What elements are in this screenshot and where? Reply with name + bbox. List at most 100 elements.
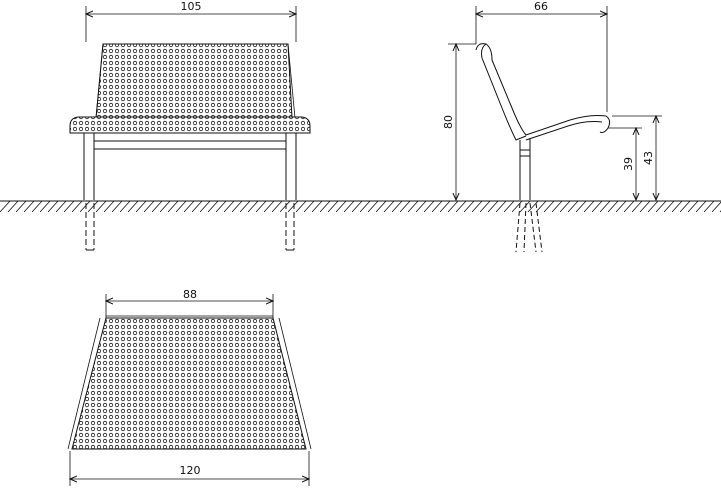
hatch-stroke — [599, 200, 611, 213]
hatch-stroke — [551, 200, 563, 213]
hatch-stroke — [615, 200, 627, 213]
dimension-height-80: 80 — [442, 44, 476, 200]
hatch-stroke — [295, 200, 307, 213]
hatch-stroke — [271, 200, 283, 213]
hatch-stroke — [191, 200, 203, 213]
hatch-stroke — [311, 200, 323, 213]
hatch-stroke — [327, 200, 339, 213]
hatch-stroke — [431, 200, 443, 213]
side-view: 66 80 39 43 — [442, 0, 662, 253]
hatch-stroke — [87, 200, 99, 213]
hatch-stroke — [527, 200, 539, 213]
hatch-stroke — [143, 200, 155, 213]
hatch-stroke — [71, 200, 83, 213]
dim-label-43: 43 — [642, 151, 655, 165]
hatch-stroke — [255, 200, 267, 213]
hatch-stroke — [287, 200, 299, 213]
hatch-stroke — [343, 200, 355, 213]
top-view: 88 120 — [67, 288, 312, 486]
top-seat-mesh — [71, 317, 307, 450]
hatch-stroke — [63, 200, 75, 213]
hatch-stroke — [575, 200, 587, 213]
ground-line — [0, 200, 721, 213]
hatch-stroke — [335, 200, 347, 213]
hatch-stroke — [55, 200, 67, 213]
hatch-stroke — [543, 200, 555, 213]
front-backrest — [95, 43, 293, 119]
hatch-stroke — [711, 201, 721, 213]
hatch-stroke — [183, 200, 195, 213]
hatch-stroke — [31, 200, 43, 213]
hatch-stroke — [495, 200, 507, 213]
dim-label-80: 80 — [442, 115, 455, 129]
hatch-stroke — [687, 200, 699, 213]
hatch-stroke — [447, 200, 459, 213]
dim-label-88: 88 — [183, 288, 197, 301]
dimension-seat-39: 39 — [608, 128, 642, 200]
hatch-stroke — [503, 200, 515, 213]
hatch-stroke — [391, 200, 403, 213]
hatch-stroke — [223, 200, 235, 213]
hatch-stroke — [647, 200, 659, 213]
hatch-stroke — [439, 200, 451, 213]
hatch-stroke — [703, 200, 715, 213]
hatch-stroke — [583, 200, 595, 213]
dim-label-120: 120 — [180, 464, 201, 477]
hatch-stroke — [15, 200, 27, 213]
hatch-stroke — [239, 200, 251, 213]
front-seat — [69, 116, 311, 134]
hatch-stroke — [367, 200, 379, 213]
hatch-stroke — [0, 200, 11, 213]
hatch-stroke — [319, 200, 331, 213]
ground-hatching — [0, 200, 721, 213]
front-legs — [83, 133, 297, 251]
hatch-stroke — [351, 200, 363, 213]
hatch-stroke — [639, 200, 651, 213]
hatch-stroke — [375, 200, 387, 213]
hatch-stroke — [671, 200, 683, 213]
dimension-back-88: 88 — [106, 288, 273, 316]
hatch-stroke — [383, 200, 395, 213]
hatch-stroke — [207, 200, 219, 213]
dim-label-39: 39 — [622, 157, 635, 171]
hatch-stroke — [263, 200, 275, 213]
hatch-stroke — [79, 200, 91, 213]
hatch-stroke — [359, 200, 371, 213]
hatch-stroke — [655, 200, 667, 213]
dimension-front-120: 120 — [70, 451, 309, 486]
hatch-stroke — [127, 200, 139, 213]
hatch-stroke — [463, 200, 475, 213]
hatch-stroke — [279, 200, 291, 213]
hatch-stroke — [567, 200, 579, 213]
dim-label-105: 105 — [181, 0, 202, 13]
hatch-stroke — [103, 200, 115, 213]
hatch-stroke — [407, 200, 419, 213]
dimension-depth-66: 66 — [476, 0, 607, 112]
hatch-stroke — [303, 200, 315, 213]
hatch-stroke — [511, 200, 523, 213]
hatch-stroke — [399, 200, 411, 213]
hatch-stroke — [111, 200, 123, 213]
hatch-stroke — [679, 200, 691, 213]
hatch-stroke — [455, 200, 467, 213]
hatch-stroke — [231, 200, 243, 213]
hatch-stroke — [135, 200, 147, 213]
hatch-stroke — [519, 200, 531, 213]
hatch-stroke — [631, 200, 643, 213]
hatch-stroke — [415, 200, 427, 213]
front-view: 105 — [69, 0, 311, 251]
hatch-stroke — [559, 200, 571, 213]
hatch-stroke — [39, 200, 51, 213]
hatch-stroke — [215, 200, 227, 213]
hatch-stroke — [199, 200, 211, 213]
hatch-stroke — [167, 200, 179, 213]
hatch-stroke — [623, 200, 635, 213]
hatch-stroke — [423, 200, 435, 213]
hatch-stroke — [151, 200, 163, 213]
hatch-stroke — [535, 200, 547, 213]
hatch-stroke — [119, 200, 131, 213]
hatch-stroke — [607, 200, 619, 213]
dim-label-66: 66 — [534, 0, 548, 13]
hatch-stroke — [23, 200, 35, 213]
